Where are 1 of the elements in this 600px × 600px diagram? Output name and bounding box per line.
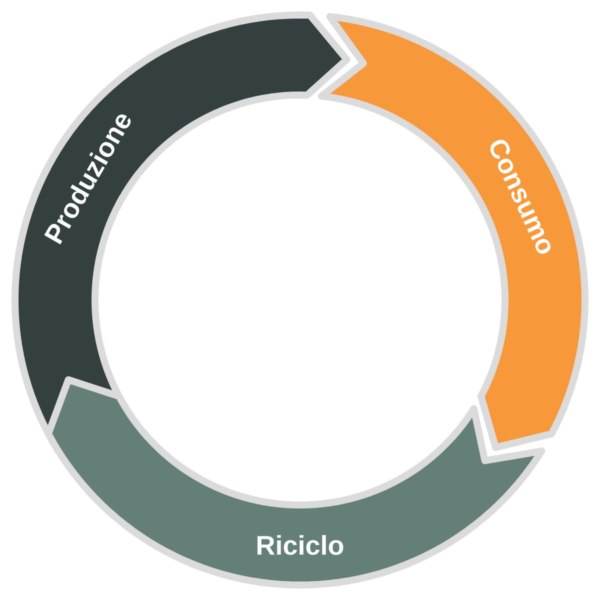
ring-segment: Riciclo (44, 376, 546, 588)
